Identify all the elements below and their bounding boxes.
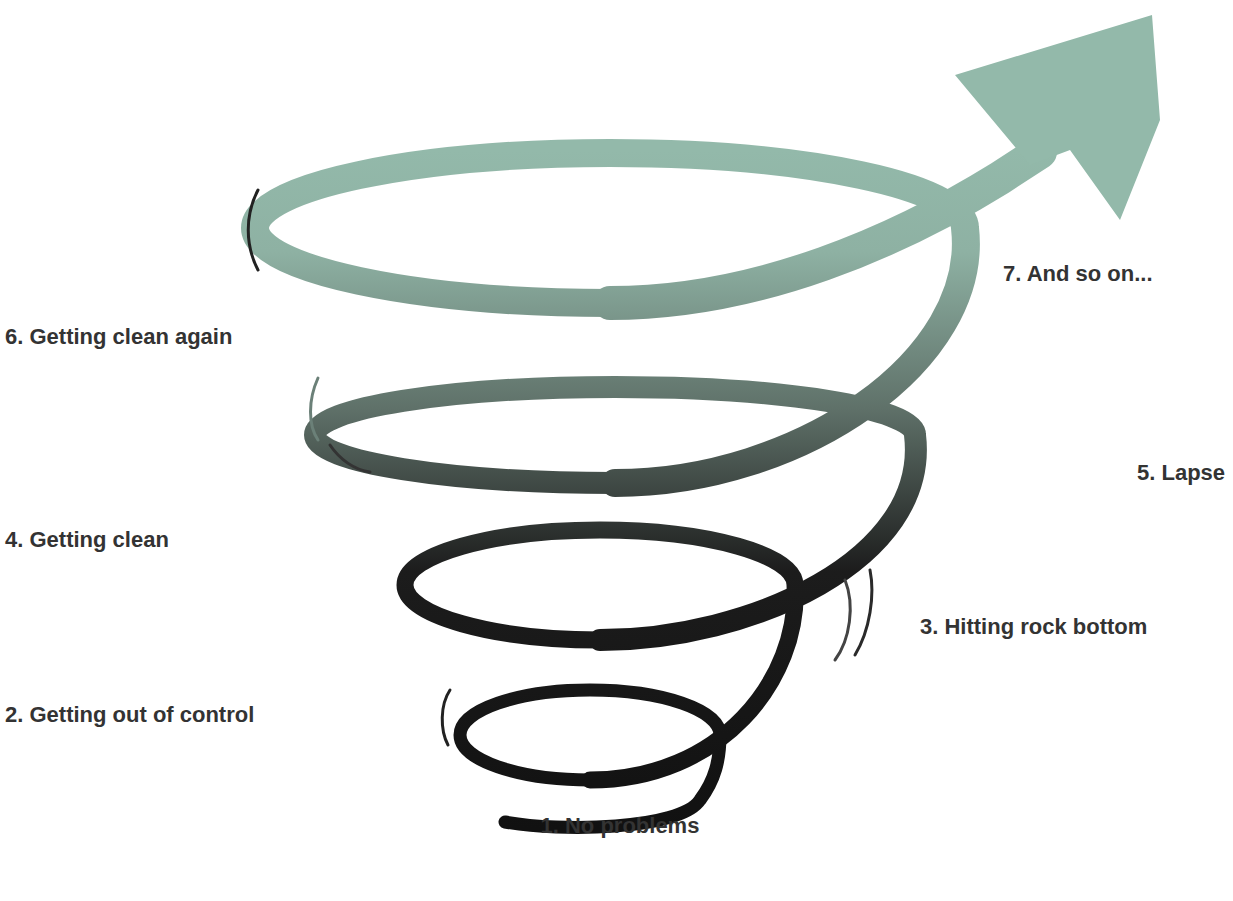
stage-label: 4. Getting clean xyxy=(5,527,169,553)
arrow-shaft xyxy=(610,152,1040,303)
stage-label: 5. Lapse xyxy=(1137,460,1225,486)
stage-label: 1. No problems xyxy=(541,813,700,839)
motion-mark xyxy=(835,580,850,660)
motion-mark xyxy=(330,445,370,472)
motion-mark xyxy=(855,570,872,655)
motion-mark xyxy=(311,378,319,440)
stage-label: 3. Hitting rock bottom xyxy=(920,614,1147,640)
stage-label: 2. Getting out of control xyxy=(5,702,254,728)
stage-label: 7. And so on... xyxy=(1003,261,1153,287)
motion-mark xyxy=(248,190,258,270)
arrow-head xyxy=(955,15,1160,220)
motion-mark xyxy=(442,690,450,745)
spiral-loop xyxy=(405,530,795,780)
stage-label: 6. Getting clean again xyxy=(5,324,232,350)
